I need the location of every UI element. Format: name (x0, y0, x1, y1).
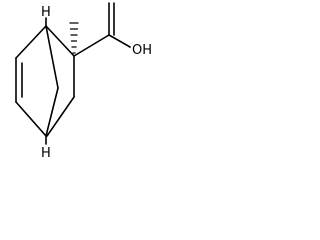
label-hydroxyl: OH (132, 43, 152, 58)
bond-c1-c6 (15, 25, 47, 59)
bond-c1-c7 (45, 25, 59, 89)
bond-c1-c2 (45, 25, 75, 57)
bond-c2-carboxyl (73, 34, 110, 57)
label-h-bottom: H (41, 146, 51, 161)
bond-c5-c4 (15, 101, 47, 137)
label-h-top: H (41, 5, 51, 20)
bond-c3-c4 (46, 96, 75, 137)
hashed-wedge-methyl (69, 22, 79, 54)
bond-carboxyl-oh (108, 34, 131, 48)
structure-diagram: H H OH (15, 2, 152, 161)
bond-c7-c4 (45, 87, 59, 137)
